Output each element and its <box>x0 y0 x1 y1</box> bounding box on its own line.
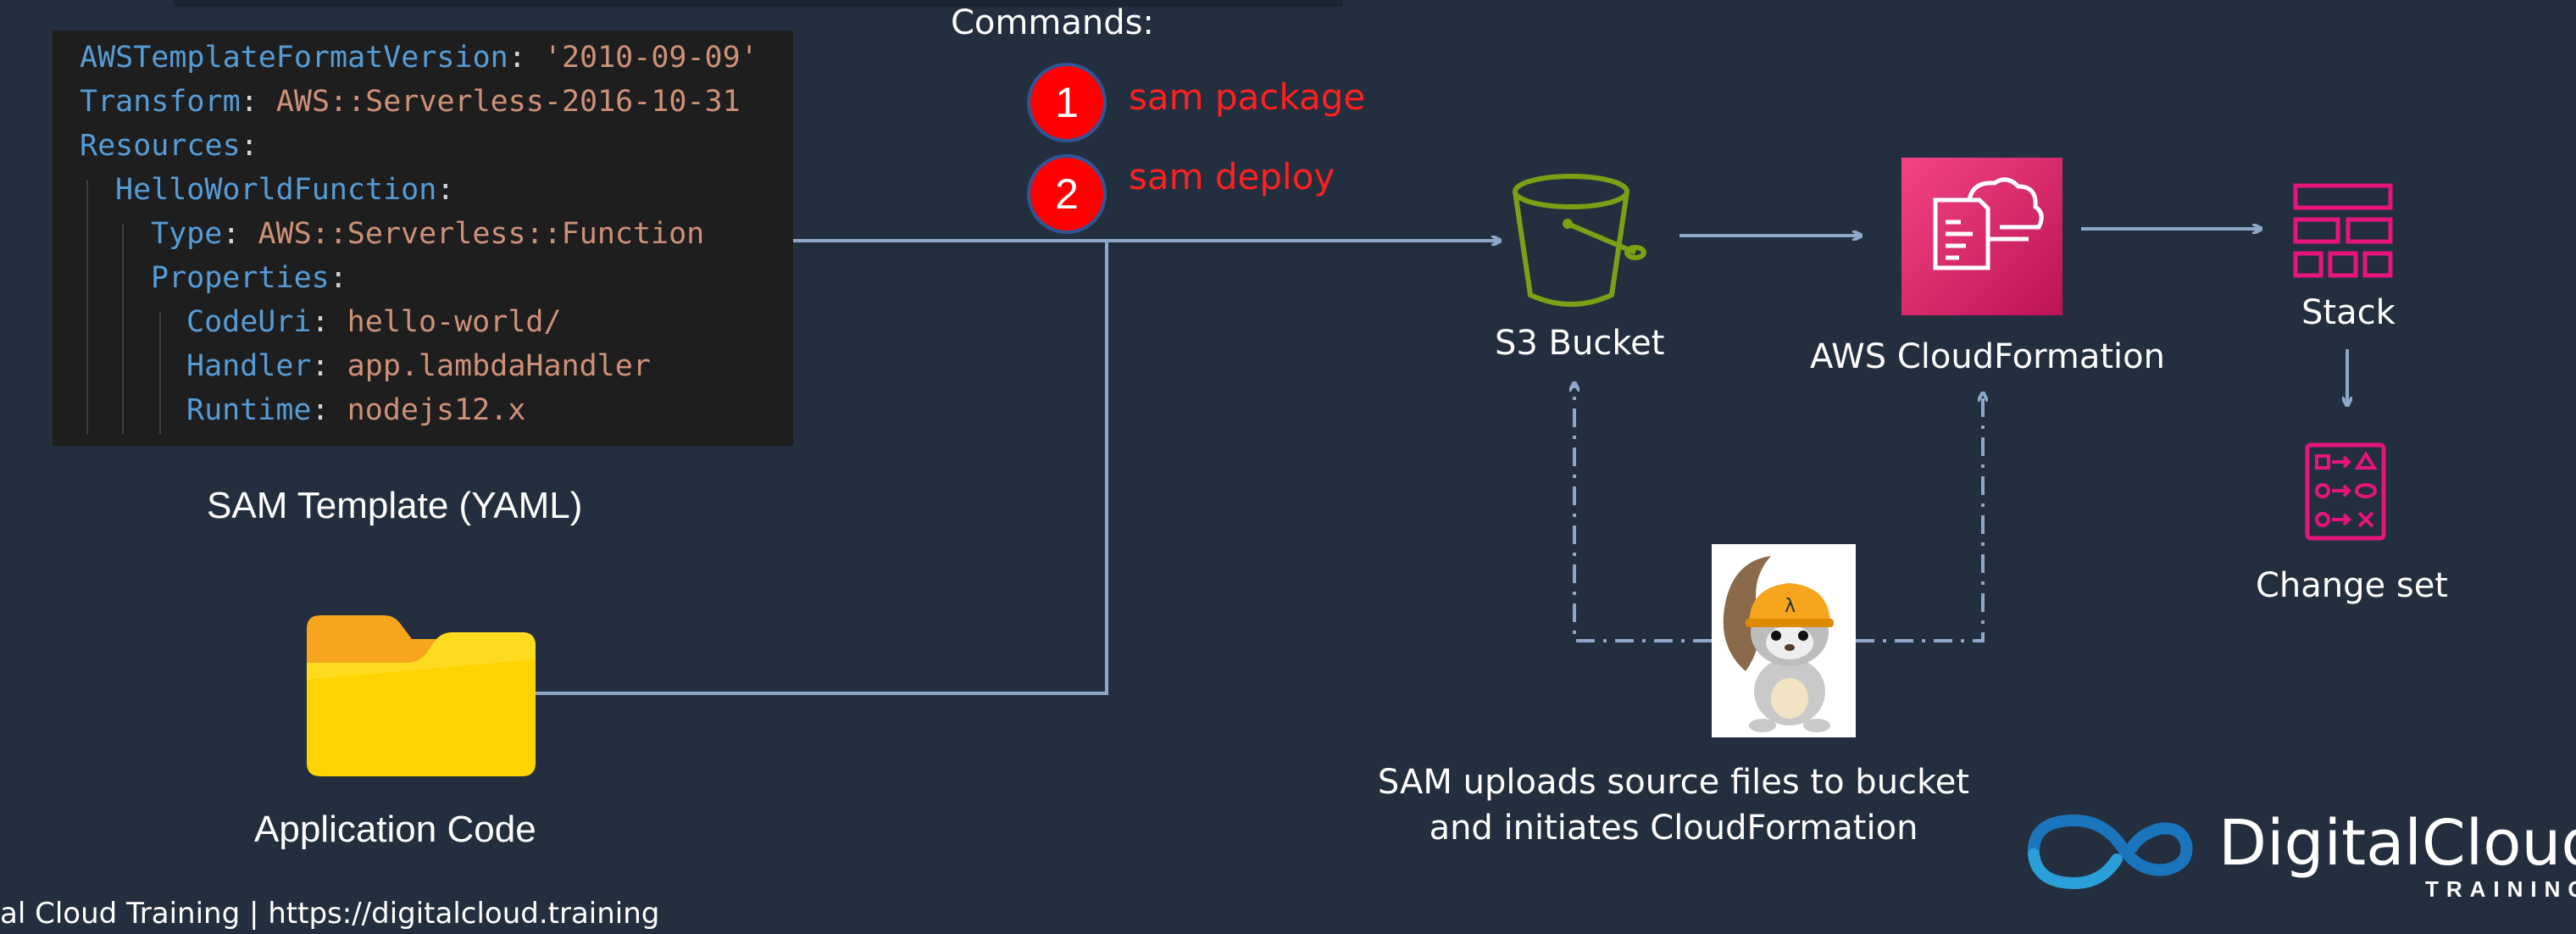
code-line: Handler: app.lambdaHandler <box>186 349 651 383</box>
logo-name: DigitalCloud <box>2218 807 2576 880</box>
app-code-to-s3-connector <box>534 241 1108 695</box>
code-line: Runtime: nodejs12.x <box>186 393 526 427</box>
change-set-icon <box>2305 442 2386 541</box>
top-strip <box>174 0 1343 7</box>
code-line: Transform: AWS::Serverless-2016-10-31 <box>80 85 741 119</box>
command-sam-deploy: sam deploy <box>1129 156 1335 197</box>
app-code-caption: Application Code <box>254 809 536 850</box>
s3-bucket-icon <box>1513 174 1646 307</box>
sam-squirrel-mascot: λ <box>1712 544 1856 737</box>
change-set-caption: Change set <box>2256 566 2448 605</box>
footer-text: al Cloud Training | https://digitalcloud… <box>0 897 660 931</box>
template-caption: SAM Template (YAML) <box>207 485 583 526</box>
folder-icon <box>307 615 536 776</box>
code-line: Properties: <box>151 261 347 295</box>
command-sam-package: sam package <box>1129 76 1366 118</box>
cloudformation-caption: AWS CloudFormation <box>1810 337 2165 376</box>
code-line: HelloWorldFunction: <box>115 173 455 207</box>
sam-note-line-2: and initiates CloudFormation <box>1429 809 1918 848</box>
command-number-1: 1 <box>1027 63 1107 142</box>
command-number-2: 2 <box>1027 154 1107 234</box>
svg-text:λ: λ <box>1785 596 1796 617</box>
sam-to-cf-dashed <box>1856 393 1983 642</box>
logo-subtitle: TRAINING <box>2425 876 2576 902</box>
sam-note: SAM uploads source files to bucket and i… <box>1359 759 1988 851</box>
digitalcloud-logo-icon <box>2027 814 2193 890</box>
code-line: AWSTemplateFormatVersion: '2010-09-09' <box>80 41 758 75</box>
code-line: Resources: <box>80 129 258 163</box>
s3-caption: S3 Bucket <box>1495 324 1665 363</box>
commands-heading: Commands: <box>951 3 1154 42</box>
code-line: CodeUri: hello-world/ <box>186 305 562 339</box>
sam-note-line-1: SAM uploads source files to bucket <box>1377 763 1970 802</box>
stack-caption: Stack <box>2301 293 2396 332</box>
sam-to-s3-dashed <box>1574 383 1712 642</box>
cloudformation-icon <box>1933 177 2044 270</box>
code-line: Type: AWS::Serverless::Function <box>151 217 705 251</box>
stack-icon <box>2293 183 2393 278</box>
sam-template-code: AWSTemplateFormatVersion: '2010-09-09' T… <box>53 31 793 446</box>
